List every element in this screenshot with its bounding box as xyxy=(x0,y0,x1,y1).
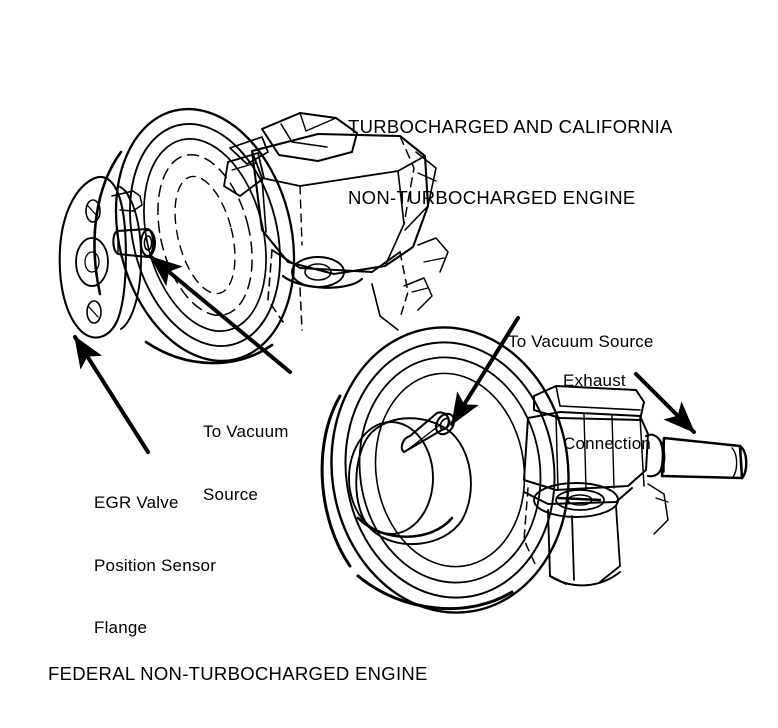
callout-line-2: Source xyxy=(203,484,259,504)
lower-center-dome xyxy=(348,417,472,546)
upper-egr-valve-assembly xyxy=(58,107,449,365)
callout-line-1: To Vacuum Source xyxy=(508,332,654,352)
lower-diaphragm-housing xyxy=(330,326,570,614)
caption-line-1: FEDERAL NON-TURBOCHARGED ENGINE xyxy=(48,663,428,685)
arrow-upper-vacuum xyxy=(149,255,292,374)
callout-line-1: Exhaust xyxy=(563,371,626,391)
arrow-lower-vacuum xyxy=(450,316,520,426)
callout-upper-vacuum-source: To Vacuum Source xyxy=(203,381,289,547)
callout-line-2: Position Sensor xyxy=(94,555,217,575)
upper-valve-body-casting xyxy=(223,112,449,331)
callout-line-3: Flange xyxy=(94,617,148,637)
title-line-2: NON-TURBOCHARGED ENGINE xyxy=(348,187,636,209)
callout-line-1: To Vacuum xyxy=(203,422,289,442)
lower-vacuum-nipple xyxy=(400,411,456,454)
callout-line-1: EGR Valve xyxy=(94,493,179,513)
callout-line-2: Connection xyxy=(563,433,652,453)
lower-valve-body-casting xyxy=(523,385,748,587)
upper-vacuum-nipple xyxy=(112,227,156,259)
arrow-flange xyxy=(73,335,150,454)
title-line-1: TURBOCHARGED AND CALIFORNIA xyxy=(348,116,673,138)
callout-lower-vacuum-source: To Vacuum Source xyxy=(508,291,654,395)
exhaust-connection-tube xyxy=(660,436,748,480)
arrow-exhaust xyxy=(634,372,696,434)
callout-exhaust-connection: Exhaust Connection xyxy=(563,330,651,496)
callout-egr-valve-position-sensor-flange: EGR Valve Position Sensor Flange xyxy=(94,452,216,680)
callout-arrows xyxy=(73,255,696,454)
caption-federal-non-turbocharged: FEDERAL NON-TURBOCHARGED ENGINE xyxy=(48,620,428,728)
title-turbocharged-california: TURBOCHARGED AND CALIFORNIA NON-TURBOCHA… xyxy=(348,68,673,257)
lower-egr-valve-assembly xyxy=(320,326,748,614)
